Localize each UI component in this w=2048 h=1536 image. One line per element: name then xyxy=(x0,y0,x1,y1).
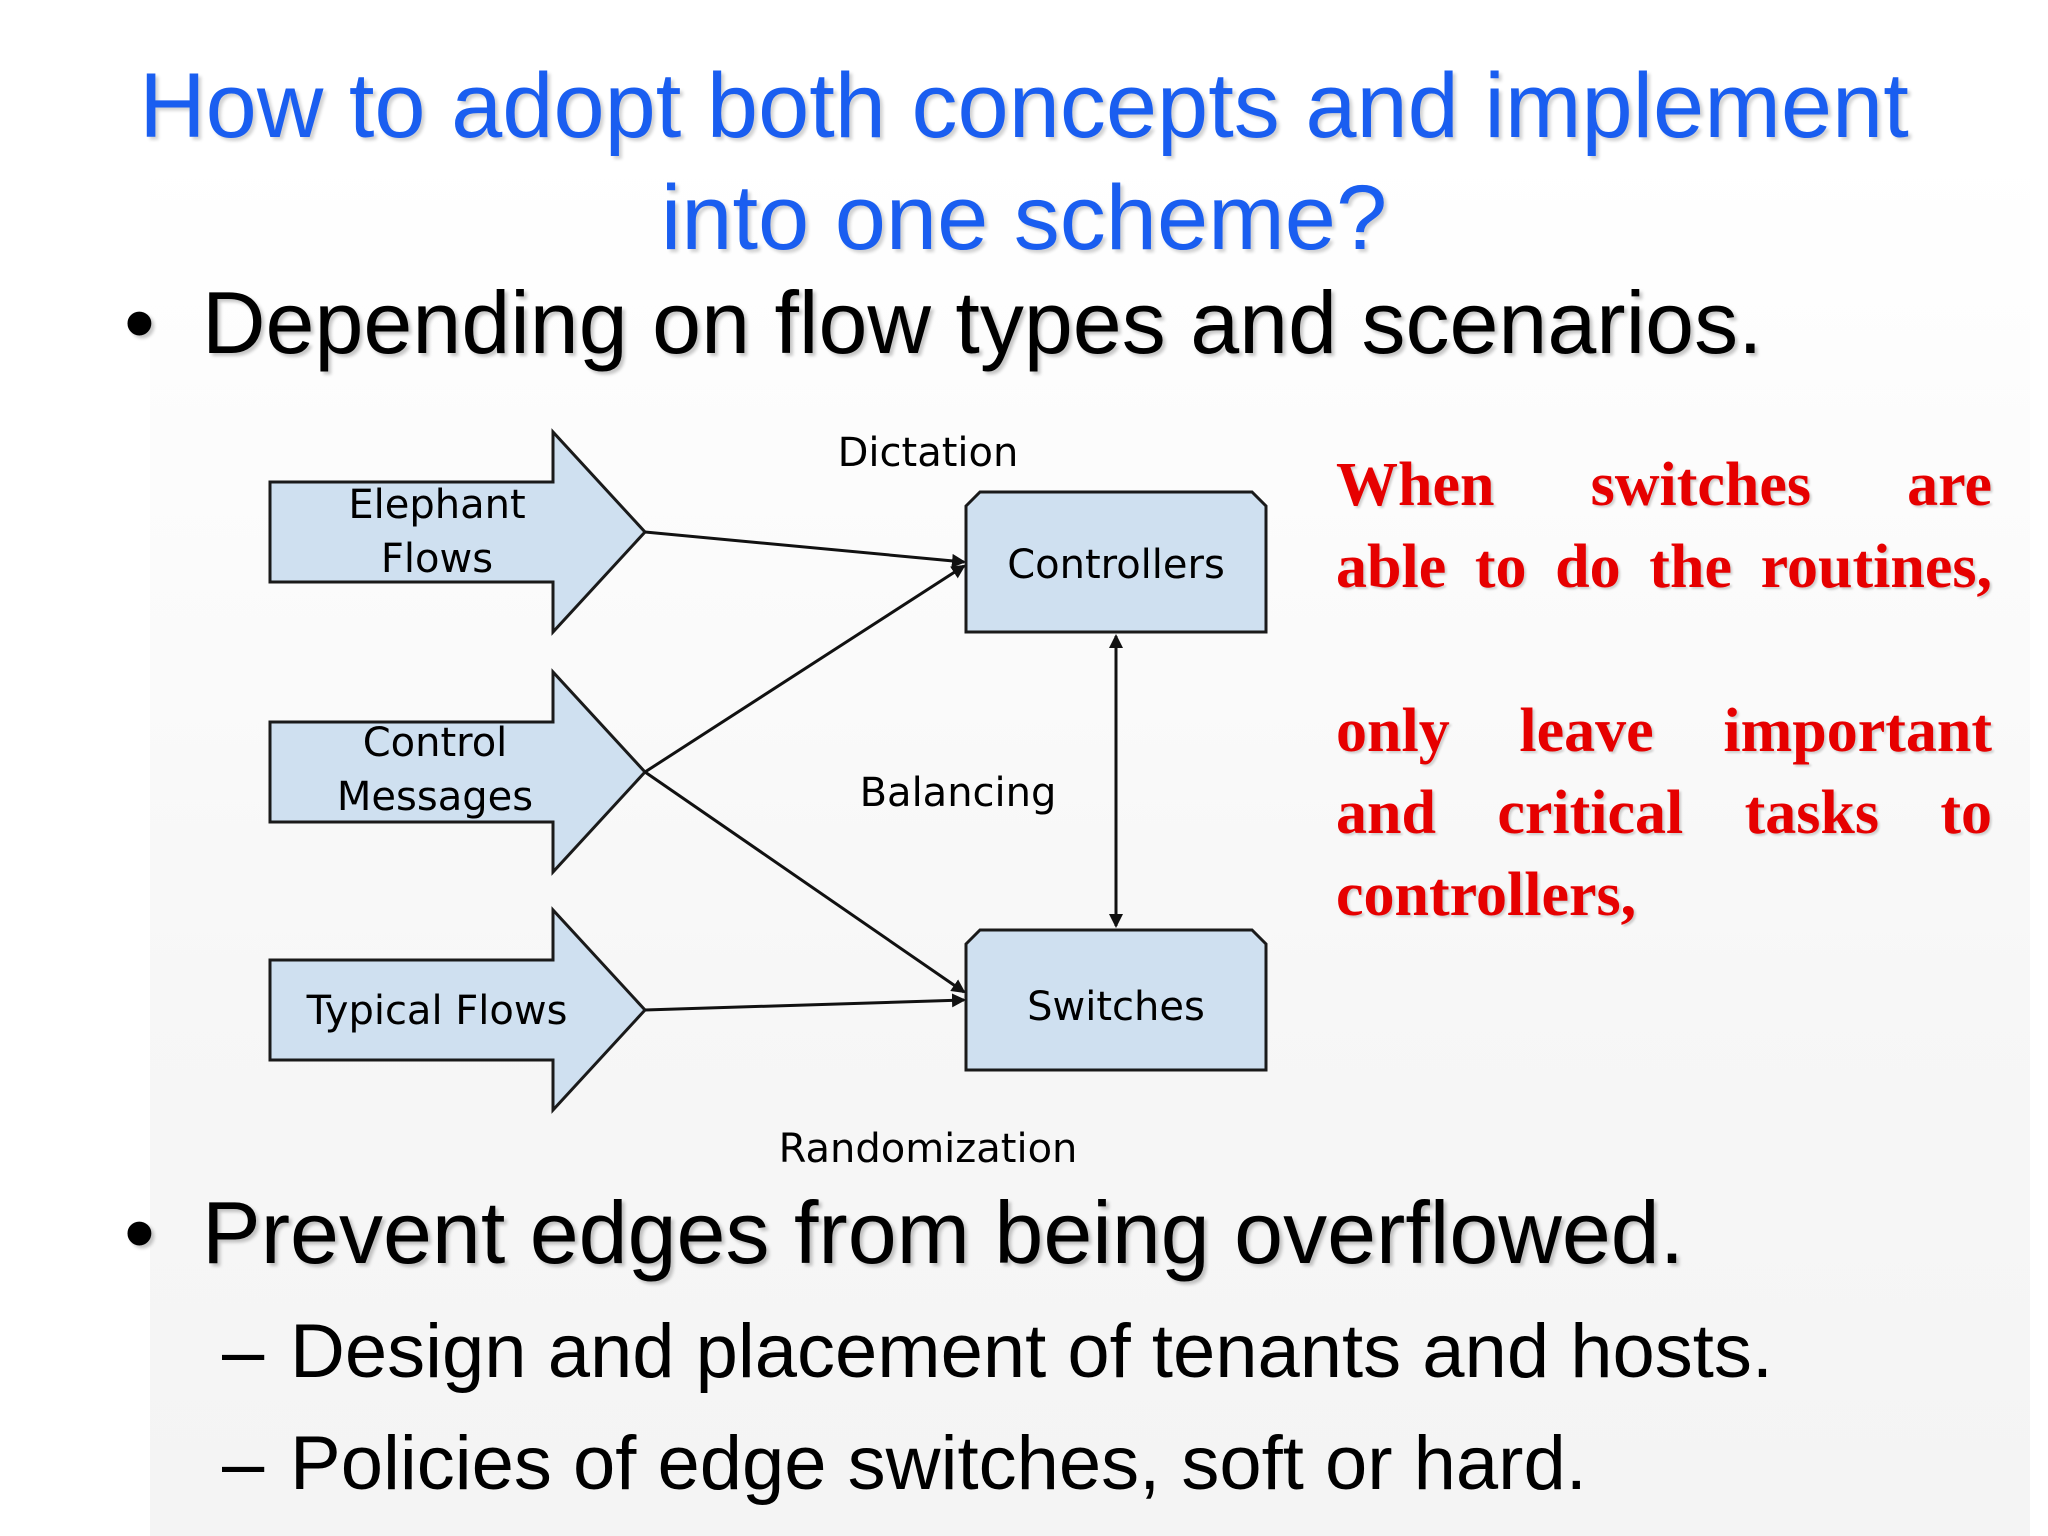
elephant-label-line-1: Elephant xyxy=(348,482,525,528)
control-to-switches-line xyxy=(644,770,966,994)
controllers-label: Controllers xyxy=(1007,542,1225,588)
elephant-to-controllers-line xyxy=(644,530,966,568)
control-label-line-1: Control xyxy=(363,720,508,766)
note-line-3: only leave important xyxy=(1336,697,1992,765)
note-line-4: and critical tasks to xyxy=(1336,779,1992,847)
typical-to-switches-line xyxy=(644,993,966,1012)
bullet-dot-icon: • xyxy=(124,273,155,372)
sub-bullet-text: Policies of edge switches, soft or hard. xyxy=(290,1421,1587,1506)
bullet-dot-icon: • xyxy=(124,1183,155,1282)
control-to-controllers-line xyxy=(644,564,966,774)
title-line-2: into one scheme? xyxy=(660,167,1388,269)
controllers-box xyxy=(964,490,1268,634)
bullet-text: Depending on flow types and scenarios. xyxy=(202,273,1763,372)
slide-background xyxy=(150,150,2030,1536)
dash-icon: – xyxy=(222,1421,265,1506)
sub-bullet-text: Design and placement of tenants and host… xyxy=(290,1309,1773,1394)
bullet-flow-types: • Depending on flow types and scenarios. xyxy=(124,272,1763,374)
elephant-flows-arrow xyxy=(268,428,648,636)
note-spacer xyxy=(1336,608,1992,690)
typical-flows-arrow xyxy=(268,906,648,1114)
switches-box xyxy=(964,928,1268,1072)
typical-flows-label: Typical Flows xyxy=(306,988,568,1034)
dash-icon: – xyxy=(222,1309,265,1394)
title-line-1: How to adopt both concepts and implement xyxy=(139,55,1909,157)
sub-bullet-policies: –Policies of edge switches, soft or hard… xyxy=(222,1420,1587,1507)
dictation-label: Dictation xyxy=(838,430,1019,476)
balancing-label: Balancing xyxy=(860,770,1057,816)
control-messages-arrow xyxy=(268,668,648,876)
note-line-1: When switches are xyxy=(1336,451,1992,519)
red-note: When switches are able to do the routine… xyxy=(1336,444,1992,936)
bullet-text: Prevent edges from being overflowed. xyxy=(202,1183,1685,1282)
switches-label: Switches xyxy=(1027,984,1205,1030)
elephant-label-line-2: Flows xyxy=(381,536,493,582)
slide-title: How to adopt both concepts and implement… xyxy=(0,50,2048,274)
randomization-label: Randomization xyxy=(779,1126,1078,1172)
note-line-2: able to do the routines, xyxy=(1336,533,1992,601)
note-line-5: controllers, xyxy=(1336,861,1637,929)
sub-bullet-design: –Design and placement of tenants and hos… xyxy=(222,1308,1773,1395)
bullet-prevent-overflow: • Prevent edges from being overflowed. xyxy=(124,1182,1684,1284)
control-label-line-2: Messages xyxy=(337,774,533,820)
